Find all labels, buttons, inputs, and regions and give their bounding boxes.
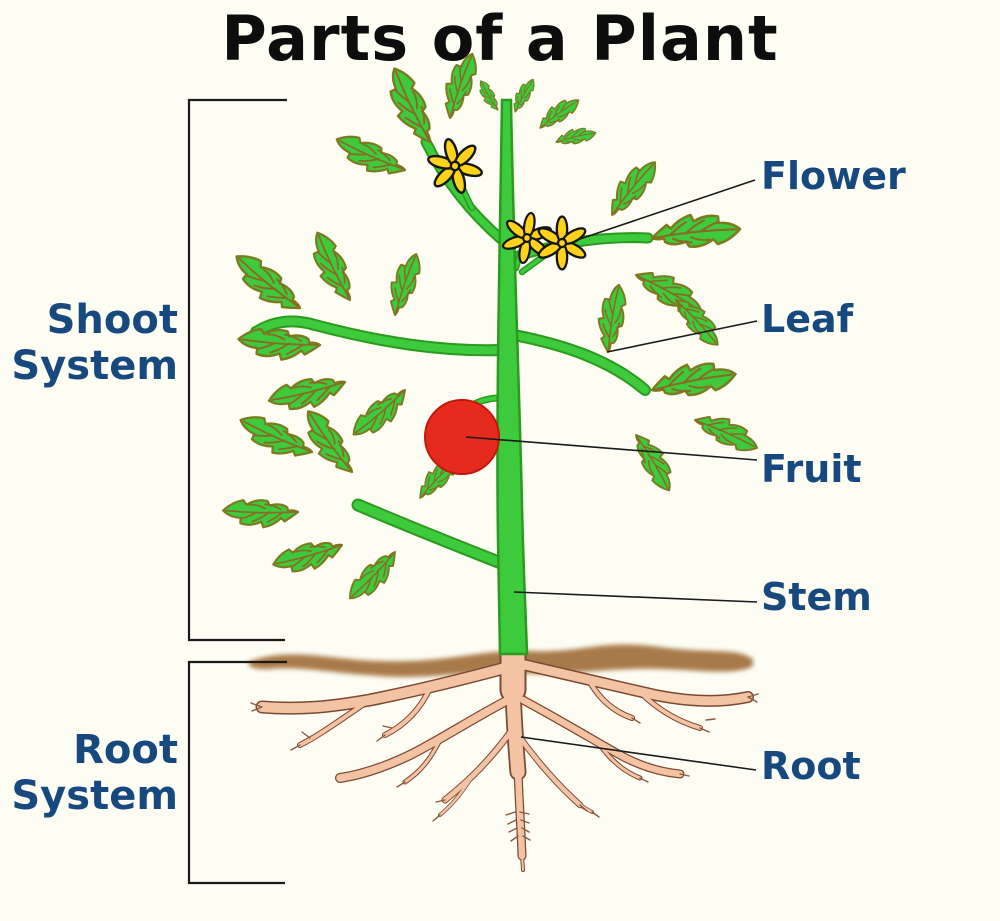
root-label: Root — [761, 744, 861, 788]
stem-illustration — [496, 98, 529, 656]
leader-line-root — [520, 736, 757, 771]
fruit-label: Fruit — [761, 447, 862, 491]
branches-illustration — [250, 136, 654, 572]
root-system-line2: System — [11, 773, 178, 819]
leader-line-leaf — [606, 320, 758, 353]
shoot-system-line1: Shoot — [46, 297, 178, 343]
stem-label: Stem — [761, 575, 872, 619]
roots-illustration — [250, 626, 759, 872]
flower-label: Flower — [761, 154, 906, 198]
root-system-line1: Root — [73, 727, 178, 773]
fruit-illustration — [424, 399, 500, 475]
root-system-label: Root System — [0, 727, 178, 819]
leaf-label: Leaf — [761, 297, 854, 341]
leader-line-fruit — [465, 436, 758, 461]
leader-line-stem — [513, 591, 758, 603]
shoot-system-bracket — [187, 98, 287, 642]
root-system-bracket — [187, 660, 287, 885]
shoot-system-line2: System — [11, 343, 178, 389]
shoot-system-label: Shoot System — [0, 297, 178, 389]
root-hairs — [250, 693, 759, 842]
page-title: Parts of a Plant — [221, 2, 779, 75]
leader-line-flower — [576, 179, 756, 241]
